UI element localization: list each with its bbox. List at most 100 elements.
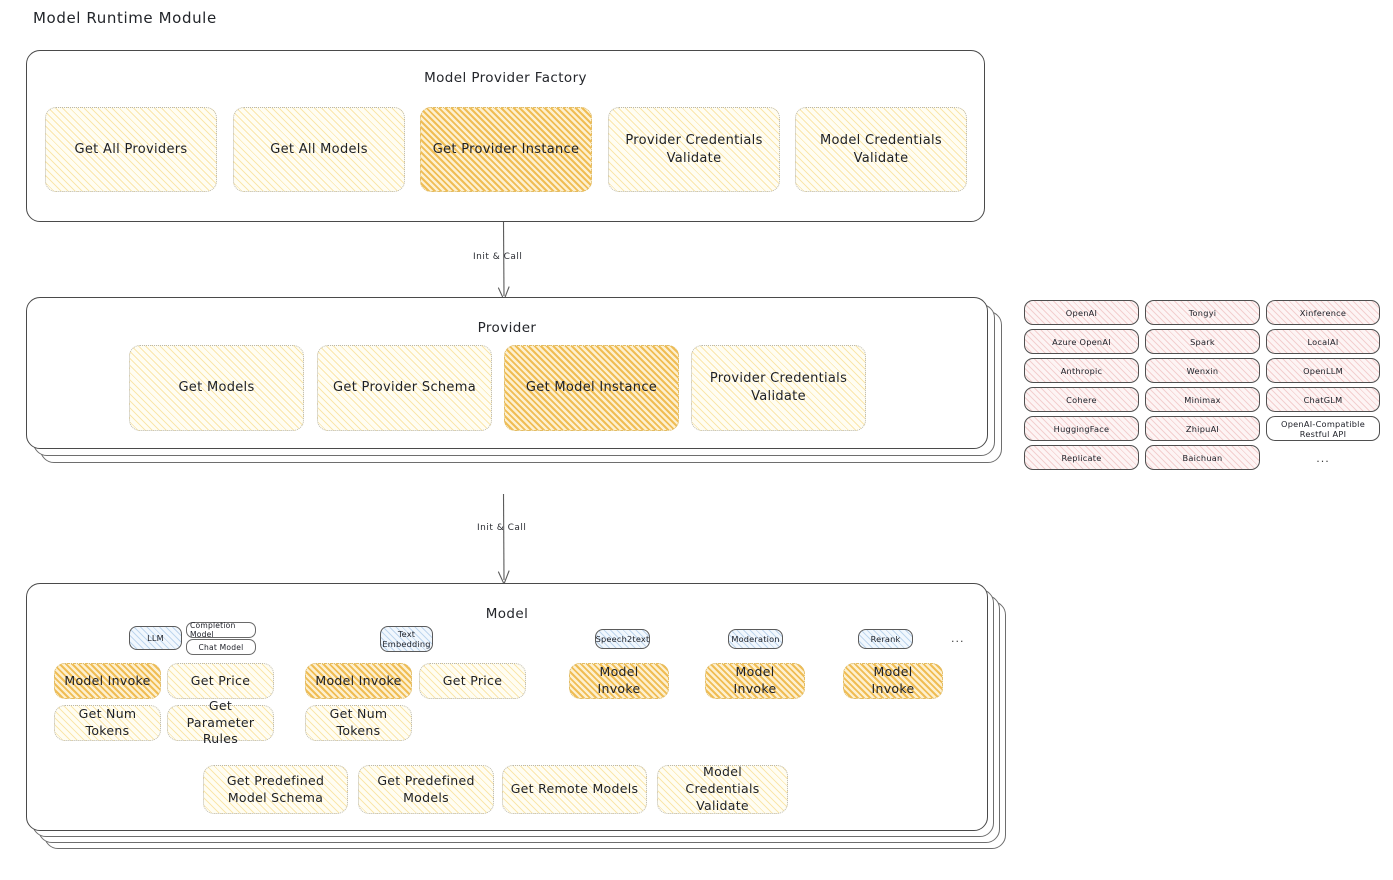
node-llm-get-price[interactable]: Get Price <box>167 663 274 699</box>
tag-label: Anthropic <box>1060 365 1103 376</box>
tag-label: OpenLLM <box>1303 365 1343 376</box>
model-types-ellipsis: ... <box>951 632 965 645</box>
badge-label: Text Embedding <box>382 628 431 649</box>
provider-tag-baichuan[interactable]: Baichuan <box>1145 445 1260 470</box>
node-get-model-instance[interactable]: Get Model Instance <box>504 345 679 431</box>
node-embedding-get-num-tokens[interactable]: Get Num Tokens <box>305 705 412 741</box>
tag-label: Tongyi <box>1188 307 1217 318</box>
tag-label: Baichuan <box>1182 452 1223 463</box>
node-label: Get Num Tokens <box>329 706 388 738</box>
page-title: Model Runtime Module <box>33 9 217 27</box>
model-title: Model <box>485 606 529 622</box>
factory-title: Model Provider Factory <box>424 70 587 86</box>
model-type-badge-llm[interactable]: LLM <box>129 626 182 650</box>
node-label: Get Price <box>190 672 251 688</box>
node-label: Get Provider Schema <box>333 380 476 396</box>
provider-tag-anthropic[interactable]: Anthropic <box>1024 358 1139 383</box>
provider-tag-openai-compatible-restful-api[interactable]: OpenAI-Compatible Restful API <box>1266 416 1380 441</box>
model-type-badge-speech2text[interactable]: Speech2text <box>595 629 650 649</box>
badge-label: Rerank <box>870 633 901 644</box>
provider-tag-zhipuai[interactable]: ZhipuAI <box>1145 416 1260 441</box>
tag-label: OpenAI <box>1065 307 1098 318</box>
node-speech2text-model-invoke[interactable]: Model Invoke <box>569 663 669 699</box>
badge-label: LLM <box>147 632 164 643</box>
node-label: Model Credentials Validate <box>685 764 760 813</box>
node-label: Get Predefined Model Schema <box>226 772 325 805</box>
node-provider-credentials-validate-2[interactable]: Provider Credentials Validate <box>691 345 866 431</box>
provider-tag-huggingface[interactable]: HuggingFace <box>1024 416 1139 441</box>
node-embedding-get-price[interactable]: Get Price <box>419 663 526 699</box>
subtag-label: Completion Model <box>190 621 236 639</box>
node-get-provider-instance[interactable]: Get Provider Instance <box>420 107 592 192</box>
provider-tag-tongyi[interactable]: Tongyi <box>1145 300 1260 325</box>
node-llm-model-invoke[interactable]: Model Invoke <box>54 663 161 699</box>
arrow-label-init-call-1: Init & Call <box>473 252 523 262</box>
badge-label: Speech2text <box>595 633 650 644</box>
node-llm-get-num-tokens[interactable]: Get Num Tokens <box>54 705 161 741</box>
provider-tag-xinference[interactable]: Xinference <box>1266 300 1380 325</box>
node-get-provider-schema[interactable]: Get Provider Schema <box>317 345 492 431</box>
subtag-label: Chat Model <box>198 642 244 652</box>
node-model-credentials-validate[interactable]: Model Credentials Validate <box>795 107 967 192</box>
node-provider-credentials-validate[interactable]: Provider Credentials Validate <box>608 107 780 192</box>
provider-tag-azure-openai[interactable]: Azure OpenAI <box>1024 329 1139 354</box>
node-get-predefined-model-schema[interactable]: Get Predefined Model Schema <box>203 765 348 814</box>
node-label: Provider Credentials Validate <box>625 132 763 166</box>
arrow-provider-to-model <box>497 494 510 586</box>
provider-tag-replicate[interactable]: Replicate <box>1024 445 1139 470</box>
tag-label: ChatGLM <box>1303 394 1343 405</box>
node-label: Model Credentials Validate <box>820 132 942 166</box>
tag-label: ZhipuAI <box>1185 423 1220 434</box>
tag-label: LocalAI <box>1307 336 1339 347</box>
provider-tag-spark[interactable]: Spark <box>1145 329 1260 354</box>
node-label: Model Invoke <box>315 672 402 688</box>
node-label: Provider Credentials Validate <box>709 371 848 404</box>
provider-tag-openllm[interactable]: OpenLLM <box>1266 358 1380 383</box>
tag-label: Minimax <box>1184 394 1221 405</box>
provider-tag-grid: OpenAI Azure OpenAI Anthropic Cohere Hug… <box>1024 300 1380 475</box>
node-get-all-models[interactable]: Get All Models <box>233 107 405 192</box>
node-label: Model Invoke <box>597 664 641 696</box>
provider-tag-openai[interactable]: OpenAI <box>1024 300 1139 325</box>
node-get-predefined-models[interactable]: Get Predefined Models <box>358 765 494 814</box>
node-label: Get Model Instance <box>525 380 658 396</box>
model-subtag-completion-model[interactable]: Completion Model <box>186 621 256 639</box>
provider-tag-localai[interactable]: LocalAI <box>1266 329 1380 354</box>
provider-tag-wenxin[interactable]: Wenxin <box>1145 358 1260 383</box>
node-moderation-model-invoke[interactable]: Model Invoke <box>705 663 805 699</box>
node-model-credentials-validate-3[interactable]: Model Credentials Validate <box>657 764 788 814</box>
node-get-remote-models[interactable]: Get Remote Models <box>502 765 647 814</box>
tag-label: Wenxin <box>1186 365 1219 376</box>
node-get-all-providers[interactable]: Get All Providers <box>45 107 217 192</box>
node-get-models[interactable]: Get Models <box>129 345 304 431</box>
model-type-badge-moderation[interactable]: Moderation <box>728 629 783 649</box>
node-label: Get Provider Instance <box>432 141 580 157</box>
provider-title: Provider <box>477 320 537 336</box>
provider-tag-minimax[interactable]: Minimax <box>1145 387 1260 412</box>
node-label: Get Predefined Models <box>377 772 475 805</box>
node-rerank-model-invoke[interactable]: Model Invoke <box>843 663 943 699</box>
node-label: Get Price <box>442 672 503 688</box>
tag-label: Replicate <box>1061 452 1102 463</box>
model-subtag-chat-model[interactable]: Chat Model <box>186 639 256 655</box>
tag-label: Azure OpenAI <box>1052 336 1111 347</box>
node-embedding-model-invoke[interactable]: Model Invoke <box>305 663 412 699</box>
tag-label: HuggingFace <box>1053 423 1110 434</box>
provider-tags-ellipsis: ... <box>1316 452 1330 465</box>
node-label: Get Models <box>178 380 255 396</box>
node-label: Get All Providers <box>74 141 188 157</box>
node-label: Get Num Tokens <box>78 706 137 738</box>
node-label: Model Invoke <box>64 672 151 688</box>
arrow-factory-to-provider <box>497 222 510 302</box>
model-type-badge-text-embedding[interactable]: Text Embedding <box>380 626 433 652</box>
node-label: Get All Models <box>270 141 368 157</box>
provider-tag-chatglm[interactable]: ChatGLM <box>1266 387 1380 412</box>
node-label: Model Invoke <box>871 664 915 696</box>
tag-label: OpenAI-Compatible Restful API <box>1281 418 1365 439</box>
model-type-badge-rerank[interactable]: Rerank <box>858 629 913 649</box>
badge-label: Moderation <box>731 633 780 644</box>
node-llm-get-parameter-rules[interactable]: Get Parameter Rules <box>167 698 274 746</box>
provider-tag-cohere[interactable]: Cohere <box>1024 387 1139 412</box>
node-label: Model Invoke <box>733 664 777 696</box>
arrow-label-init-call-2: Init & Call <box>477 523 527 533</box>
